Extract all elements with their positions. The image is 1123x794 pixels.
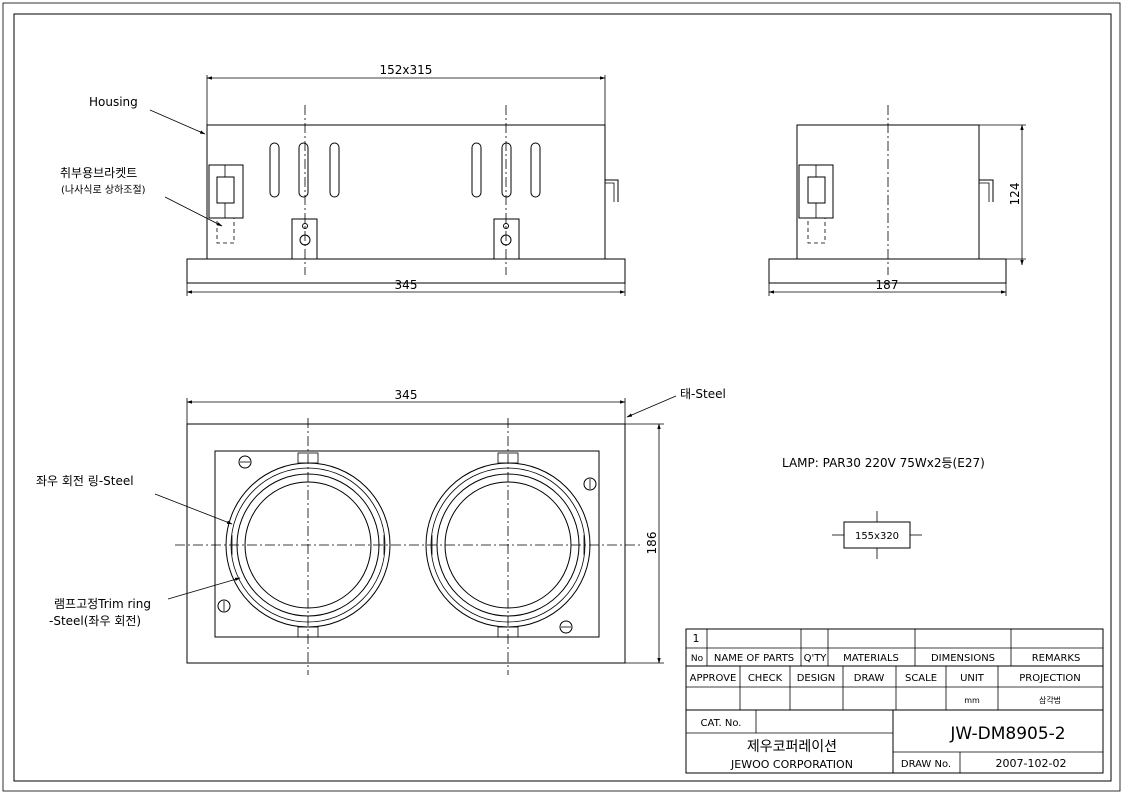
vent-slot: [269, 142, 280, 198]
front-elevation-view: 152x315 345 Housing 취부용브라켓트: [60, 63, 626, 296]
header-qty: Q'TY: [804, 653, 828, 664]
cat-no-label: CAT. No.: [701, 718, 742, 729]
company-name-korean: 제우코퍼레이션: [747, 739, 837, 755]
housing-label: Housing: [89, 95, 138, 109]
scale-label: SCALE: [905, 673, 937, 684]
drawing-number: JW-DM8905-2: [949, 724, 1065, 744]
screw-icon: [238, 455, 252, 469]
projection-value: 삼각법: [1039, 695, 1061, 705]
header-materials: MATERIALS: [843, 653, 899, 664]
mounting-tab: [291, 218, 318, 260]
vent-slot: [471, 142, 482, 198]
housing-body: [206, 124, 606, 260]
screw-icon: [583, 477, 597, 491]
side-elevation-view: 124 187: [768, 105, 1026, 296]
screw-icon: [217, 599, 231, 613]
base-plate: [186, 258, 626, 284]
base-width-dimension: 345: [395, 278, 418, 292]
company-name-english: JEWOO CORPORATION: [730, 758, 853, 771]
approve-label: APPROVE: [690, 673, 737, 684]
cutout-dimension-symbol: 155x320: [832, 511, 922, 559]
bracket-note: (나사식로 상하조절): [61, 183, 146, 196]
plan-height-dimension: 186: [645, 532, 659, 555]
vent-slot: [501, 142, 512, 198]
trim-ring-label: 램프고정Trim ring: [54, 597, 151, 611]
draw-no-label: DRAW No.: [901, 759, 951, 770]
unit-label: UNIT: [960, 673, 985, 684]
parts-row-number: 1: [693, 632, 700, 645]
check-label: CHECK: [748, 673, 783, 684]
unit-value: mm: [964, 696, 980, 705]
frame-label: 태-Steel: [680, 387, 726, 401]
bracket-label: 취부용브라켓트: [60, 166, 137, 180]
design-label: DESIGN: [797, 673, 836, 684]
vent-slot: [530, 142, 541, 198]
projection-label: PROJECTION: [1019, 673, 1081, 684]
mounting-tab: [493, 218, 520, 260]
header-name-of-parts: NAME OF PARTS: [714, 653, 794, 664]
header-dimensions: DIMENSIONS: [931, 653, 995, 664]
inner-border: [13, 13, 1112, 782]
title-block: 1 No NAME OF PARTS Q'TY MATERIALS DIMENS…: [685, 628, 1104, 774]
screw-icon: [559, 620, 573, 634]
lamp-ring-right: [425, 452, 591, 638]
frame-outline: [186, 423, 626, 664]
side-height-dimension: 124: [1008, 183, 1022, 206]
cutout-dimension: 155x320: [855, 531, 899, 542]
inner-frame: [214, 450, 600, 638]
mounting-bracket: [208, 164, 244, 219]
trim-ring-note: -Steel(좌우 회전): [49, 614, 141, 628]
lamp-ring-left: [225, 452, 391, 638]
lamp-note: LAMP: PAR30 220V 75Wx2등(E27): [782, 456, 985, 470]
header-no: No: [691, 654, 704, 664]
draw-no-value: 2007-102-02: [996, 757, 1067, 770]
plan-width-dimension: 345: [395, 388, 418, 402]
header-remarks: REMARKS: [1032, 653, 1081, 664]
top-width-dimension: 152x315: [380, 63, 433, 77]
draw-label: DRAW: [854, 673, 885, 684]
rotating-ring-label: 좌우 회전 링-Steel: [36, 474, 134, 488]
side-base-dimension: 187: [876, 278, 899, 292]
side-base-plate: [768, 258, 1007, 284]
plan-view: 345 186: [36, 387, 726, 675]
vent-slot: [298, 142, 309, 198]
vent-slot: [329, 142, 340, 198]
